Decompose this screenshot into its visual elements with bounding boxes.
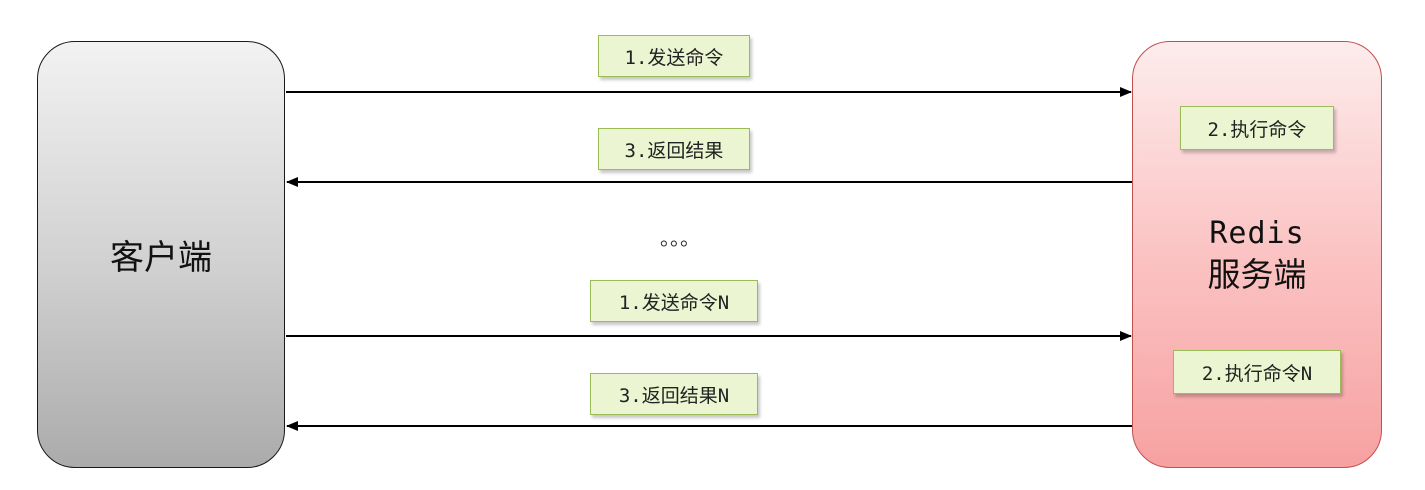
label-return-result: 3.返回结果: [598, 128, 750, 170]
label-send-command: 1.发送命令: [598, 35, 750, 77]
client-label: 客户端: [110, 238, 212, 278]
server-title: Redis: [1209, 215, 1305, 251]
client-node: 客户端: [37, 41, 285, 468]
label-execute-command-n: 2.执行命令N: [1173, 350, 1341, 394]
label-return-result-n: 3.返回结果N: [590, 373, 758, 415]
label-send-command-n: 1.发送命令N: [590, 280, 758, 322]
ellipsis: 。。。: [660, 226, 700, 250]
server-subtitle: 服务端: [1207, 254, 1307, 294]
label-execute-command: 2.执行命令: [1180, 106, 1334, 150]
